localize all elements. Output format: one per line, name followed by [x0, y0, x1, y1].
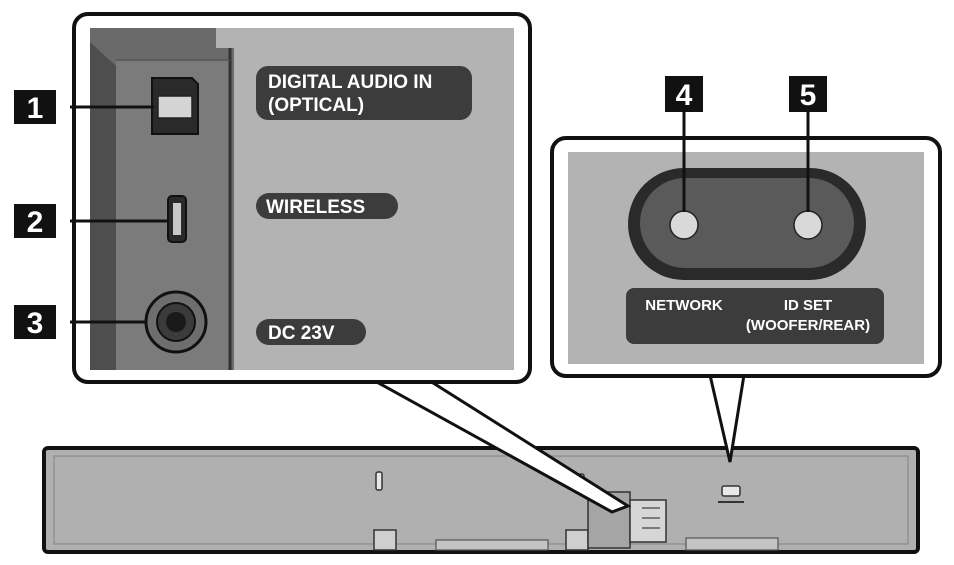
badge-4-number: 4 — [676, 79, 693, 112]
badge-5: 5 — [789, 76, 827, 112]
mount-slot-left — [375, 471, 383, 491]
soundbar-rear-view — [42, 446, 920, 554]
port-oval-inner — [640, 178, 854, 268]
left-panel-housing-face — [90, 42, 116, 370]
dc-23v-label: DC 23V — [268, 323, 335, 344]
rear-small-port — [721, 485, 741, 497]
badge-3-number: 3 — [27, 307, 44, 340]
badge-1-number: 1 — [27, 92, 44, 125]
right-zoom-panel: NETWORK ID SET (WOOFER/REAR) — [550, 136, 942, 378]
left-zoom-panel: DIGITAL AUDIO IN (OPTICAL) WIRELESS DC 2… — [72, 12, 532, 384]
badge-5-number: 5 — [800, 79, 817, 112]
soundbar-body — [42, 446, 920, 554]
foot-left — [373, 529, 397, 551]
badge-4: 4 — [665, 76, 703, 112]
wireless-label: WIRELESS — [266, 197, 365, 218]
digital-audio-in-label: DIGITAL AUDIO IN — [268, 72, 432, 93]
optical-port — [151, 77, 199, 135]
optical-label: (OPTICAL) — [268, 95, 364, 116]
bottom-recess-right — [685, 537, 779, 551]
woofer-rear-label: (WOOFER/REAR) — [746, 317, 870, 334]
badge-1: 1 — [14, 90, 56, 125]
wireless-pill — [256, 193, 398, 219]
id-set-label: ID SET — [784, 297, 832, 314]
rear-connector-block — [629, 499, 667, 543]
wireless-port — [167, 195, 187, 243]
foot-center — [565, 529, 589, 551]
network-label: NETWORK — [645, 297, 723, 314]
digital-audio-in-pill — [256, 66, 472, 120]
badge-2-number: 2 — [27, 206, 44, 239]
dc-23v-pill — [256, 319, 366, 345]
port-label-band — [626, 288, 884, 344]
id-set-button — [793, 210, 823, 240]
bottom-recess-left — [435, 539, 549, 551]
badge-3: 3 — [14, 305, 56, 340]
dc-power-port — [144, 290, 208, 354]
badge-2: 2 — [14, 204, 56, 239]
network-port — [669, 210, 699, 240]
